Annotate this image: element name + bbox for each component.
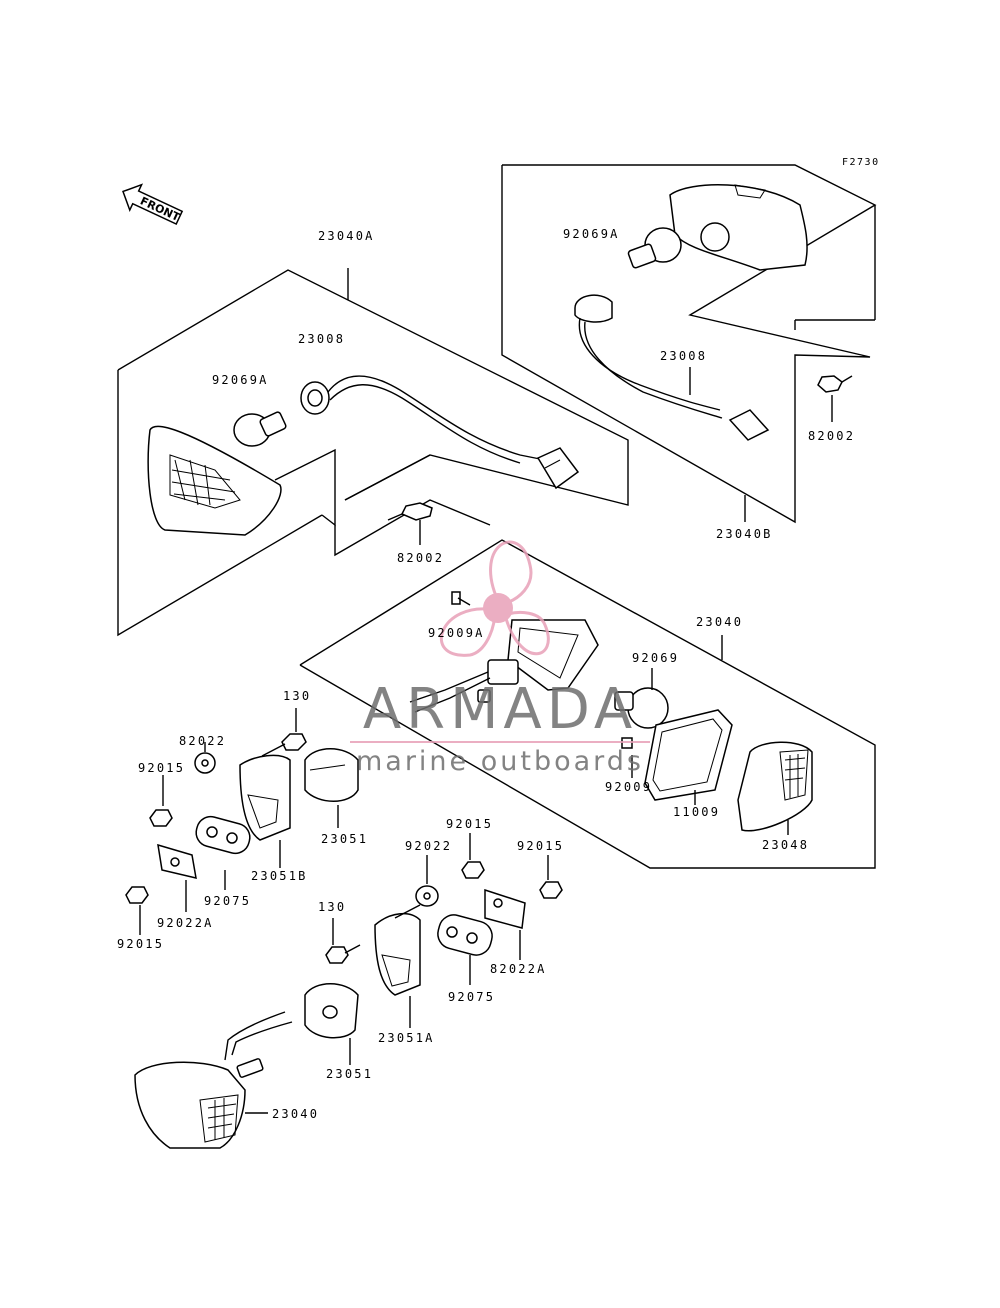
plate-82022a: [484, 888, 526, 960]
lamp-23040-lower: [134, 1011, 293, 1149]
watermark-logo: ARMADA marine outboards: [350, 540, 650, 777]
label-92069: 92069: [632, 651, 679, 665]
bolt-130-upper: [261, 708, 307, 757]
group-outline-23040a: [117, 268, 629, 637]
label-92022: 92022: [405, 839, 452, 853]
label-92069a-right: 92069A: [563, 227, 620, 241]
bulb-92069a-left: [233, 411, 287, 447]
grommet-23051-upper: [304, 748, 359, 828]
screw-82002-left: [387, 502, 433, 545]
label-11009: 11009: [673, 805, 720, 819]
label-23051b: 23051B: [251, 869, 308, 883]
group-outline-23040: [299, 539, 876, 869]
label-23040b: 23040B: [716, 527, 773, 541]
damper-92075-lower: [437, 914, 493, 985]
label-23051-upper: 23051: [321, 832, 368, 846]
washer-92022: [415, 855, 439, 907]
propeller-icon: [440, 540, 550, 657]
watermark-tagline: marine outboards: [356, 746, 644, 777]
screw-92009a: [451, 591, 471, 606]
bulb-92069: [614, 668, 669, 729]
label-82002-left: 82002: [397, 551, 444, 565]
label-23048: 23048: [762, 838, 809, 852]
bulb-92069a-right: [627, 227, 682, 269]
figure-reference: F2730: [842, 157, 880, 168]
watermark-brand: ARMADA: [363, 677, 637, 742]
label-23051-lower: 23051: [326, 1067, 373, 1081]
stem-23040-upper: [409, 659, 519, 713]
label-92009a: 92009A: [428, 626, 485, 640]
label-92075-upper: 92075: [204, 894, 251, 908]
label-92015-lower-left: 92015: [117, 937, 164, 951]
nut-92015-right: [539, 855, 563, 899]
front-arrow-icon: FRONT: [122, 183, 184, 226]
connector-23040b: [728, 409, 770, 441]
plate-92022a: [157, 843, 197, 912]
nut-92015-mid: [461, 833, 485, 879]
lens-23040a: [147, 425, 282, 536]
label-92075-lower: 92075: [448, 990, 495, 1004]
nut-92015-lower-left: [125, 886, 149, 935]
label-23040a: 23040A: [318, 229, 375, 243]
label-130-lower: 130: [318, 900, 346, 914]
nut-92015-upper: [149, 775, 173, 827]
washer-82022: [194, 742, 216, 774]
damper-92075-upper: [195, 815, 251, 890]
label-23008-right: 23008: [660, 349, 707, 363]
label-92015-right: 92015: [517, 839, 564, 853]
screw-82002-right: [817, 375, 853, 422]
label-82022a: 82022A: [490, 962, 547, 976]
label-82002-right: 82002: [808, 429, 855, 443]
socket-23008-right: [574, 294, 723, 419]
socket-23008-left: [300, 375, 546, 464]
label-23051a: 23051A: [378, 1031, 435, 1045]
lens-23040b: [669, 184, 808, 271]
bolt-130-lower: [325, 918, 361, 964]
label-23040-lower: 23040: [272, 1107, 319, 1121]
connector-23040a: [536, 447, 580, 490]
label-23008-left: 23008: [298, 332, 345, 346]
bracket-23051a: [374, 904, 421, 1028]
label-92022a: 92022A: [157, 916, 214, 930]
label-92009: 92009: [605, 780, 652, 794]
group-outline-23040b: [501, 164, 877, 524]
bracket-23051b: [239, 754, 291, 868]
label-92015-upper: 92015: [138, 761, 185, 775]
label-92069a-left: 92069A: [212, 373, 269, 387]
grommet-23051-lower: [304, 983, 359, 1065]
label-92015-mid: 92015: [446, 817, 493, 831]
label-82022: 82022: [179, 734, 226, 748]
label-130-upper: 130: [283, 689, 311, 703]
lens-23048: [737, 741, 813, 835]
label-23040-right: 23040: [696, 615, 743, 629]
gasket-11009: [644, 709, 733, 805]
